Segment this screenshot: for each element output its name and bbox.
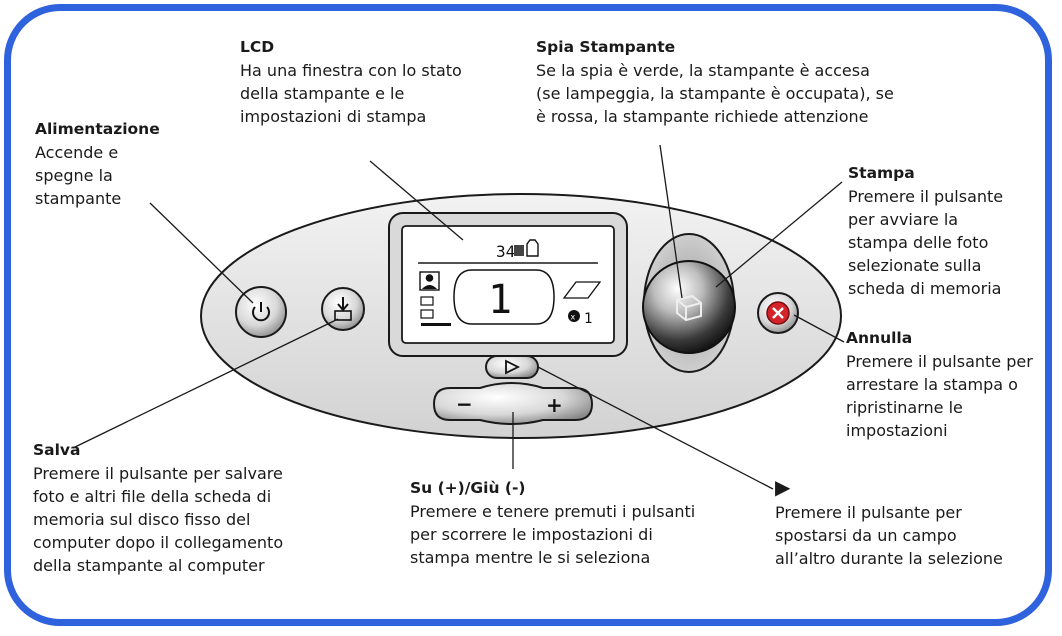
callout-title: Stampa xyxy=(848,164,915,182)
callout-title: LCD xyxy=(240,38,275,56)
lcd-copies-value: 1 xyxy=(488,277,512,323)
callout-avanti: ▶ Premere il pulsante per spostarsi da u… xyxy=(775,475,1045,570)
callout-alimentazione: Alimentazione Accende e spegne la stampa… xyxy=(35,118,185,210)
lcd-cancel-icon xyxy=(568,310,580,322)
plus-button[interactable]: + xyxy=(530,390,590,418)
callout-title: Alimentazione xyxy=(35,120,160,138)
leader-annulla xyxy=(793,314,845,343)
cancel-button[interactable] xyxy=(757,292,799,334)
lcd-small-count: 1 xyxy=(584,311,592,327)
forward-button[interactable] xyxy=(485,355,539,379)
lcd-copies-box xyxy=(453,269,555,325)
svg-text:x: x xyxy=(571,313,576,322)
lcd-paper-icon xyxy=(562,281,602,299)
lcd-layout-icon-2 xyxy=(420,309,434,319)
callout-description: Premere il pulsante per spostarsi da un … xyxy=(775,503,1003,568)
leader-lines xyxy=(72,144,845,490)
callout-title: Salva xyxy=(33,441,81,459)
callout-title: Spia Stampante xyxy=(536,38,676,56)
save-icon xyxy=(337,297,349,312)
lcd-screen xyxy=(401,225,615,344)
lcd-film-icon xyxy=(514,245,524,256)
leader-stampa xyxy=(715,181,843,288)
callout-annulla: Annulla Premere il pulsante per arrestar… xyxy=(846,327,1056,442)
callout-description: Premere il pulsante per salvare foto e a… xyxy=(33,464,284,575)
lcd-progress-bar xyxy=(421,323,451,326)
lcd-ink-icon xyxy=(526,239,539,257)
callout-su-giu: Su (+)/Giù (-) Premere e tenere premuti … xyxy=(410,477,740,569)
callout-description: Ha una finestra con lo stato della stamp… xyxy=(240,61,462,126)
lcd-layout-icon-1 xyxy=(420,296,434,306)
callout-salva: Salva Premere il pulsante per salvare fo… xyxy=(33,439,343,577)
print-button[interactable] xyxy=(642,260,736,354)
callout-description: Premere il pulsante per avviare la stamp… xyxy=(848,187,1004,298)
svg-text:+: + xyxy=(546,393,563,417)
leader-salva xyxy=(72,318,339,449)
minus-plus-rocker xyxy=(432,382,594,425)
callout-description: Se la spia è verde, la stampante è acces… xyxy=(536,61,894,126)
callout-title: ▶ xyxy=(775,475,791,499)
lcd-count: 34 xyxy=(496,242,515,261)
power-icon xyxy=(252,306,270,322)
print-icon xyxy=(676,294,702,322)
minus-button[interactable]: − xyxy=(440,390,500,418)
callout-title: Annulla xyxy=(846,329,913,347)
leader-avanti xyxy=(537,366,774,490)
save-button[interactable] xyxy=(321,287,365,331)
leader-spia xyxy=(659,144,683,299)
leader-alimentazione xyxy=(149,202,254,304)
callout-description: Premere il pulsante per arrestare la sta… xyxy=(846,352,1033,440)
callout-title: Su (+)/Giù (-) xyxy=(410,479,526,497)
callout-description: Premere e tenere premuti i pulsanti per … xyxy=(410,502,696,567)
leader-lcd xyxy=(369,160,464,241)
play-icon xyxy=(505,359,521,375)
blue-frame xyxy=(4,4,1052,626)
callout-spia-stampante: Spia Stampante Se la spia è verde, la st… xyxy=(536,36,956,128)
callout-stampa: Stampa Premere il pulsante per avviare l… xyxy=(848,162,1038,300)
callout-description: Accende e spegne la stampante xyxy=(35,143,122,208)
svg-text:−: − xyxy=(456,392,473,416)
callout-lcd: LCD Ha una finestra con lo stato della s… xyxy=(240,36,510,128)
